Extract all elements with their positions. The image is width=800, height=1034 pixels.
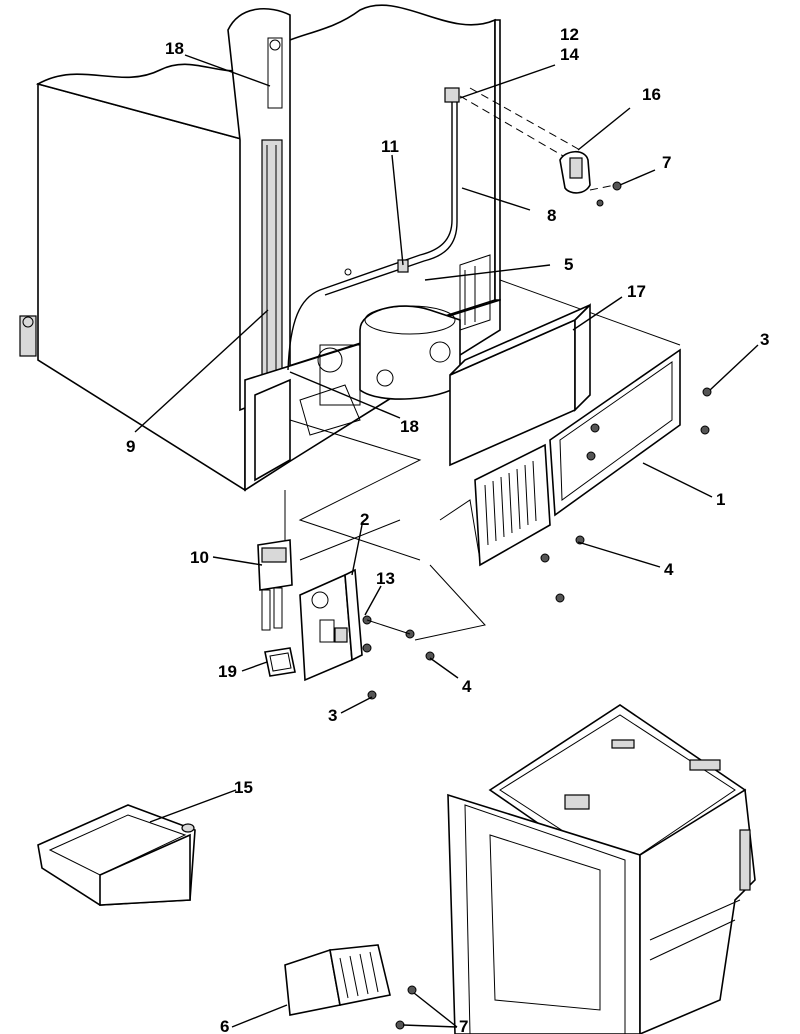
rear-access-cover: [549, 348, 681, 517]
callout-4-bottom: 4: [462, 677, 472, 696]
bracket: [299, 568, 363, 682]
callout-17: 17: [627, 282, 646, 301]
callout-7-top: 7: [662, 153, 671, 172]
leader-lines: [134, 54, 759, 1028]
ice-maker: [284, 944, 417, 1030]
callout-10: 10: [190, 548, 209, 567]
grille: [474, 443, 551, 567]
callout-8: 8: [547, 206, 556, 225]
callout-16: 16: [642, 85, 661, 104]
callout-18-top: 18: [165, 39, 184, 58]
callout-13: 13: [376, 569, 395, 588]
callout-5: 5: [564, 255, 573, 274]
freezer-bin: [447, 704, 756, 1034]
callout-18-mid: 18: [400, 417, 419, 436]
water-valve: [257, 490, 293, 631]
alignment-lines: [289, 87, 681, 641]
screws: [362, 181, 712, 700]
clip: [264, 647, 296, 677]
callout-labels: 18 12 14 16 7 11 8 5 17 3 9 18 1 2 10 13…: [126, 25, 769, 1034]
callout-12: 12: [560, 25, 579, 44]
insulation-pad: [449, 303, 591, 467]
mounting-bracket: [559, 150, 591, 194]
callout-3-top: 3: [760, 330, 769, 349]
callout-15: 15: [234, 778, 253, 797]
callout-6: 6: [220, 1017, 229, 1034]
callout-19: 19: [218, 662, 237, 681]
callout-1: 1: [716, 490, 725, 509]
refrigerator-cabinet: [19, 4, 501, 492]
callout-3-bottom: 3: [328, 706, 337, 725]
callout-9: 9: [126, 437, 135, 456]
crisper-pan: [37, 804, 196, 906]
callout-4-right: 4: [664, 560, 674, 579]
callout-7-bottom: 7: [459, 1017, 468, 1034]
callout-14: 14: [560, 45, 579, 64]
compressor-assembly: [299, 254, 491, 436]
callout-2: 2: [360, 510, 369, 529]
callout-11: 11: [381, 137, 399, 156]
